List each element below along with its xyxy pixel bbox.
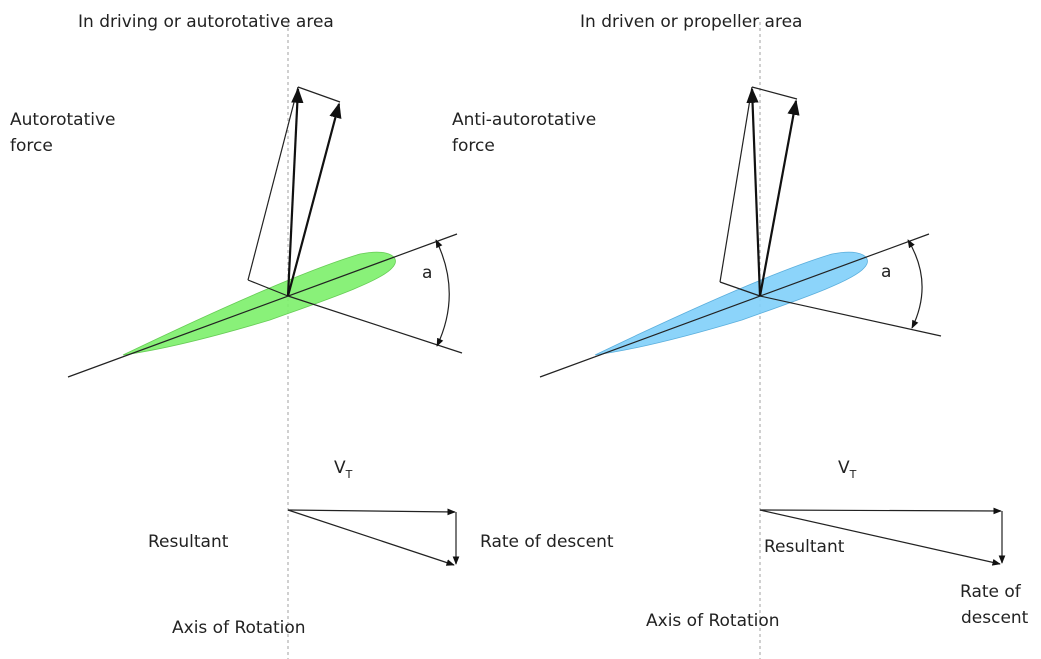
right-parallelogram-base <box>719 281 761 297</box>
left-angle-arc <box>435 239 450 347</box>
right-force-label-line1: Anti-autorotative <box>452 110 596 130</box>
left-descent-label: Rate of descent <box>480 532 614 552</box>
right-resultant-arrow <box>759 509 1001 566</box>
left-panel: In driving or autorotative area Autorota… <box>10 12 614 659</box>
right-descent-label-line1: Rate of <box>960 582 1022 602</box>
left-parallelogram-base <box>247 279 289 297</box>
left-force-label-line1: Autorotative <box>10 110 115 130</box>
right-lift-vector-arrow <box>746 87 762 297</box>
left-relative-wind-line <box>287 295 463 354</box>
right-descent-label-line2: descent <box>961 608 1029 628</box>
right-angle-arc <box>907 239 923 329</box>
right-chord-line <box>539 233 930 378</box>
left-parallelogram-top <box>297 86 341 103</box>
right-total-force-arrow <box>758 99 800 297</box>
left-chord-line <box>67 233 458 378</box>
right-title: In driven or propeller area <box>580 12 802 32</box>
left-airfoil <box>122 251 396 356</box>
right-parallelogram-top <box>751 86 798 100</box>
left-resultant-label: Resultant <box>148 532 229 552</box>
left-velocity-label: VT <box>334 458 353 481</box>
right-panel: In driven or propeller area Anti-autorot… <box>452 12 1029 659</box>
right-axis-label: Axis of Rotation <box>646 611 780 631</box>
left-total-force-arrow <box>286 102 342 297</box>
left-parallelogram-side <box>247 86 299 281</box>
left-lift-vector-arrow <box>286 87 304 297</box>
left-angle-label: a <box>422 263 432 283</box>
left-tangential-velocity-arrow <box>287 508 456 516</box>
right-angle-label: a <box>881 262 891 282</box>
right-resultant-label: Resultant <box>764 537 845 557</box>
left-title: In driving or autorotative area <box>78 12 334 32</box>
right-parallelogram-side <box>719 86 753 283</box>
right-tangential-velocity-arrow <box>759 507 1002 515</box>
left-force-label-line2: force <box>10 136 53 156</box>
left-axis-label: Axis of Rotation <box>172 618 306 638</box>
left-resultant-arrow <box>287 509 455 566</box>
right-force-label-line2: force <box>452 136 495 156</box>
right-airfoil <box>594 251 868 356</box>
right-velocity-label: VT <box>838 458 857 481</box>
right-relative-wind-line <box>759 295 942 337</box>
